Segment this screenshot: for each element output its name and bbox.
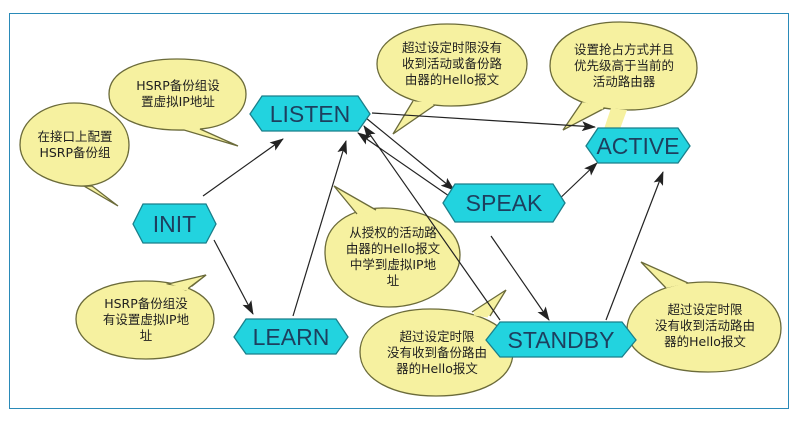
bubble-set-virtual-ip <box>108 58 247 147</box>
bubble-set-virtual-ip-text: HSRP备份组设 置虚拟IP地址 <box>136 78 220 109</box>
edges <box>202 112 664 321</box>
edge-init-listen <box>202 138 284 197</box>
bubble-standby-timeout-active-text: 超过设定时限 没有收到活动路由 器的Hello报文 <box>654 302 755 349</box>
node-active: ACTIVE <box>596 133 680 159</box>
bubble-standby-timeout-backup <box>359 289 514 397</box>
bubble-no-virtual-ip <box>75 274 215 360</box>
node-init: INIT <box>152 211 197 237</box>
bubble-listen-timeout-text: 超过设定时限没有 收到活动或备份路 由器的Hello报文 <box>401 40 502 87</box>
bubble-no-virtual-ip-text: HSRP备份组没 有设置虚拟IP地 址 <box>102 296 190 343</box>
bubble-config-interface-text: 在接口上配置 HSRP备份组 <box>37 129 113 160</box>
node-speak: SPEAK <box>465 190 543 216</box>
bubble-learn-virtual-ip <box>324 185 461 308</box>
edge-init-learn <box>213 239 254 315</box>
edge-speak-active <box>554 162 598 204</box>
edge-listen-speak <box>365 117 455 191</box>
bubble-standby-timeout-backup-text: 超过设定时限 没有收到备份路由 器的Hello报文 <box>386 329 487 376</box>
node-active-shape <box>585 127 691 164</box>
edge-learn-listen <box>292 140 348 317</box>
bubble-preempt-text: 设置抢占方式并且 优先级高于当前的 活动路由器 <box>573 42 674 89</box>
edge-listen-active <box>371 112 596 132</box>
node-listen: LISTEN <box>269 101 351 127</box>
node-speak-shape <box>442 183 566 223</box>
edge-speak-listen <box>357 132 450 197</box>
bubble-config-interface <box>19 102 130 207</box>
edge-standby-active <box>605 171 664 321</box>
bubble-learn-virtual-ip-text: 从授权的活动路 由器的Hello报文 中学到虚拟IP地 址 <box>345 225 441 288</box>
node-learn: LEARN <box>252 324 330 350</box>
node-standby: STANDBY <box>507 327 615 353</box>
node-standby-shape <box>485 321 637 358</box>
node-init-shape <box>132 203 217 244</box>
edge-speak-standby <box>490 235 550 321</box>
bubble-listen-timeout <box>376 23 528 135</box>
node-listen-shape <box>249 95 371 132</box>
bubble-standby-timeout-active <box>626 261 782 373</box>
bubble-preempt <box>549 21 698 131</box>
node-learn-shape <box>233 318 349 355</box>
edge-standby-listen <box>363 125 501 321</box>
